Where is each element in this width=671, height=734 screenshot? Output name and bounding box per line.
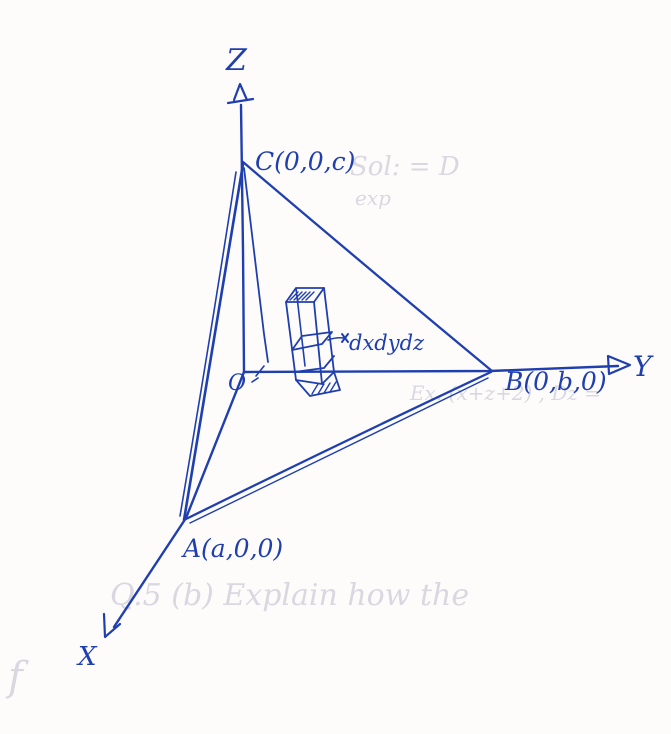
x-axis-label: X	[76, 642, 98, 672]
column-top-face	[285, 287, 325, 303]
x-axis-arrowhead	[102, 612, 122, 639]
origin-label: O	[228, 371, 246, 396]
bleed-text-4: Q.5 (b) Explain how the	[110, 578, 469, 613]
pointer-mark	[341, 333, 349, 343]
element-bottom-edge	[293, 355, 335, 373]
bleed-through-writing: Sol: = D exp Ex. (x+z+2) , Dz = Q.5 (b) …	[5, 152, 601, 700]
bleed-text-5: f	[5, 654, 29, 700]
y-axis-arrowhead	[606, 354, 632, 376]
y-axis	[242, 364, 620, 374]
column-top-hatch	[289, 291, 315, 301]
point-b-label: B(0,b,0)	[504, 367, 607, 396]
point-a-label: A(a,0,0)	[181, 534, 283, 563]
edge-a-to-b-shading	[189, 377, 489, 524]
z-axis-label: Z	[225, 43, 248, 78]
volume-element	[285, 287, 349, 397]
edge-c-to-b	[241, 160, 494, 373]
element-pointer	[327, 336, 345, 341]
z-axis	[239, 103, 246, 374]
origin-ticks	[251, 365, 265, 383]
column-back-edge	[295, 287, 306, 367]
column-base-hatch	[311, 381, 337, 395]
inner-vertical-line	[243, 167, 269, 363]
element-volume-label: dxdydz	[349, 331, 425, 355]
element-top-face	[291, 331, 333, 351]
bleed-text-2: exp	[355, 186, 391, 210]
y-axis-label: Y	[633, 350, 654, 383]
z-axis-arrowhead	[226, 82, 255, 105]
edge-c-to-a-shading	[179, 171, 237, 517]
tetrahedron	[179, 160, 494, 524]
column-base	[295, 371, 341, 397]
edge-c-to-a	[182, 162, 245, 522]
point-c-label: C(0,0,c)	[255, 147, 355, 176]
bleed-text-1: Sol: = D	[350, 152, 460, 182]
edge-a-to-b	[184, 370, 493, 521]
diagram-labels: Z Y X O C(0,0,c) B(0,b,0) A(a,0,0) dxdyd…	[76, 43, 654, 672]
